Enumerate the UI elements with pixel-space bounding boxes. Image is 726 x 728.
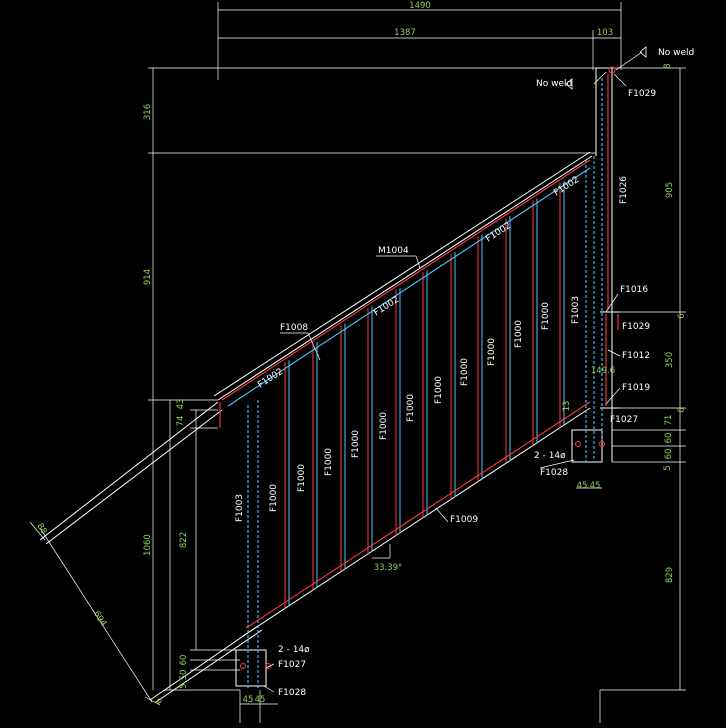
dim-small-6b: 6 — [677, 407, 687, 412]
dim-w45-right-a: 45 — [577, 481, 588, 491]
dim-diag-length: 694 — [91, 609, 108, 628]
label-f1016: F1016 — [620, 285, 648, 295]
dim-angle: 33.39° — [374, 563, 403, 573]
label-f1000: F1000 — [434, 376, 444, 404]
dim-small-71: 71 — [664, 415, 674, 426]
label-f1000: F1000 — [297, 464, 307, 492]
label-f1002-a: F1002 — [256, 367, 285, 391]
label-f1003-left: F1003 — [235, 494, 245, 522]
dim-base-5: 5 — [179, 683, 189, 688]
dim-small-43: 43 — [176, 399, 186, 410]
label-bolts-right: 2 - 14ø — [534, 451, 566, 461]
dim-w45-left-b: 45 — [255, 695, 266, 705]
label-f1003-right: F1003 — [571, 296, 581, 324]
label-f1002-c: F1002 — [484, 221, 513, 245]
dim-small-8: 8 — [663, 63, 673, 68]
dim-small-60b: 60 — [664, 449, 674, 460]
dim-mid-height: 914 — [143, 269, 153, 285]
dim-gap-149: 149.6 — [591, 366, 615, 376]
labels: 1490 1387 103 316 914 1060 822 905 350 8… — [35, 1, 695, 707]
dim-inner-width: 1387 — [394, 28, 416, 38]
dim-right-mid: 350 — [665, 352, 675, 368]
dim-overall-width: 1490 — [409, 1, 431, 11]
label-f1000: F1000 — [541, 302, 551, 330]
dim-w45-left-a: 45 — [243, 695, 254, 705]
label-f1000: F1000 — [351, 430, 361, 458]
label-f1029-top: F1029 — [628, 89, 656, 99]
label-m1004: M1004 — [378, 246, 409, 256]
dim-base-60: 60 — [179, 655, 189, 666]
dim-top-height: 316 — [143, 104, 153, 120]
dimension-lines — [29, 2, 686, 723]
dim-diag-end-top: 88 — [35, 522, 49, 537]
label-no-weld-top: No weld — [658, 48, 694, 58]
balusters — [284, 180, 565, 609]
baluster-labels: F1000F1000F1000F1000F1000F1000F1000F1000… — [269, 302, 551, 512]
label-f1000: F1000 — [514, 320, 524, 348]
dim-small-74: 74 — [176, 416, 186, 427]
label-f1012: F1012 — [622, 351, 650, 361]
dim-diag-end-bottom: 9 — [152, 697, 163, 707]
dim-post-height: 822 — [179, 532, 189, 548]
weld-symbols — [565, 46, 647, 90]
label-f1000: F1000 — [460, 358, 470, 386]
dim-right-upper: 905 — [665, 182, 675, 198]
label-f1008: F1008 — [280, 323, 308, 333]
label-f1009: F1009 — [450, 515, 478, 525]
posts — [219, 74, 619, 690]
dim-small-13: 13 — [562, 401, 572, 412]
dim-small-6a: 6 — [677, 313, 687, 318]
label-f1000: F1000 — [269, 484, 279, 512]
label-f1027-right: F1027 — [610, 415, 638, 425]
label-no-weld-left: No weld — [536, 79, 572, 89]
label-f1002-b: F1002 — [372, 295, 401, 319]
label-f1000: F1000 — [379, 412, 389, 440]
dim-small-60a: 60 — [664, 433, 674, 444]
label-f1019: F1019 — [622, 383, 650, 393]
label-f1029-mid: F1029 — [622, 322, 650, 332]
dim-w45-right-b: 45 — [590, 481, 601, 491]
label-f1028-right: F1028 — [540, 468, 568, 478]
label-f1026: F1026 — [619, 176, 629, 204]
label-f1000: F1000 — [406, 394, 416, 422]
label-bolts-left: 2 - 14ø — [278, 645, 310, 655]
dim-bottom-height: 1060 — [143, 534, 153, 556]
label-f1000: F1000 — [324, 448, 334, 476]
label-f1000: F1000 — [487, 338, 497, 366]
railing-frame — [39, 67, 620, 703]
dim-base-50: 50 — [179, 670, 189, 681]
leader-lines — [263, 51, 643, 693]
label-f1027-left: F1027 — [278, 660, 306, 670]
label-f1002-d: F1002 — [552, 175, 581, 199]
label-f1028-left: F1028 — [278, 688, 306, 698]
bolt-holes — [240, 66, 616, 669]
dim-small-5: 5 — [663, 465, 673, 470]
dim-right-lower: 829 — [665, 567, 675, 583]
dim-right-offset: 103 — [597, 28, 613, 38]
